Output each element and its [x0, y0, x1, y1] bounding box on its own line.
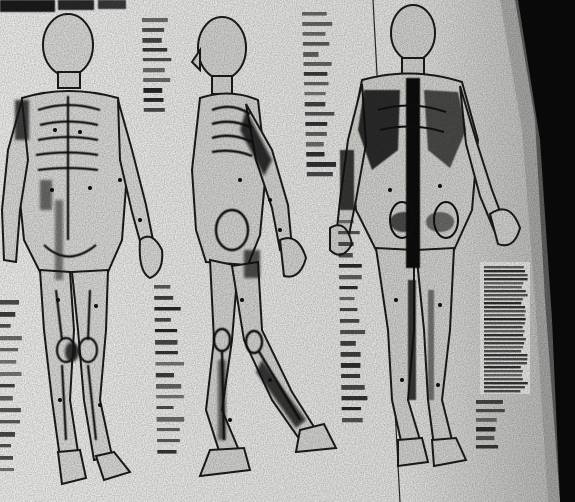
grain-overlay: [0, 0, 575, 502]
anatomy-chart-drawing: [0, 0, 575, 502]
anatomy-chart-photo: [0, 0, 575, 502]
